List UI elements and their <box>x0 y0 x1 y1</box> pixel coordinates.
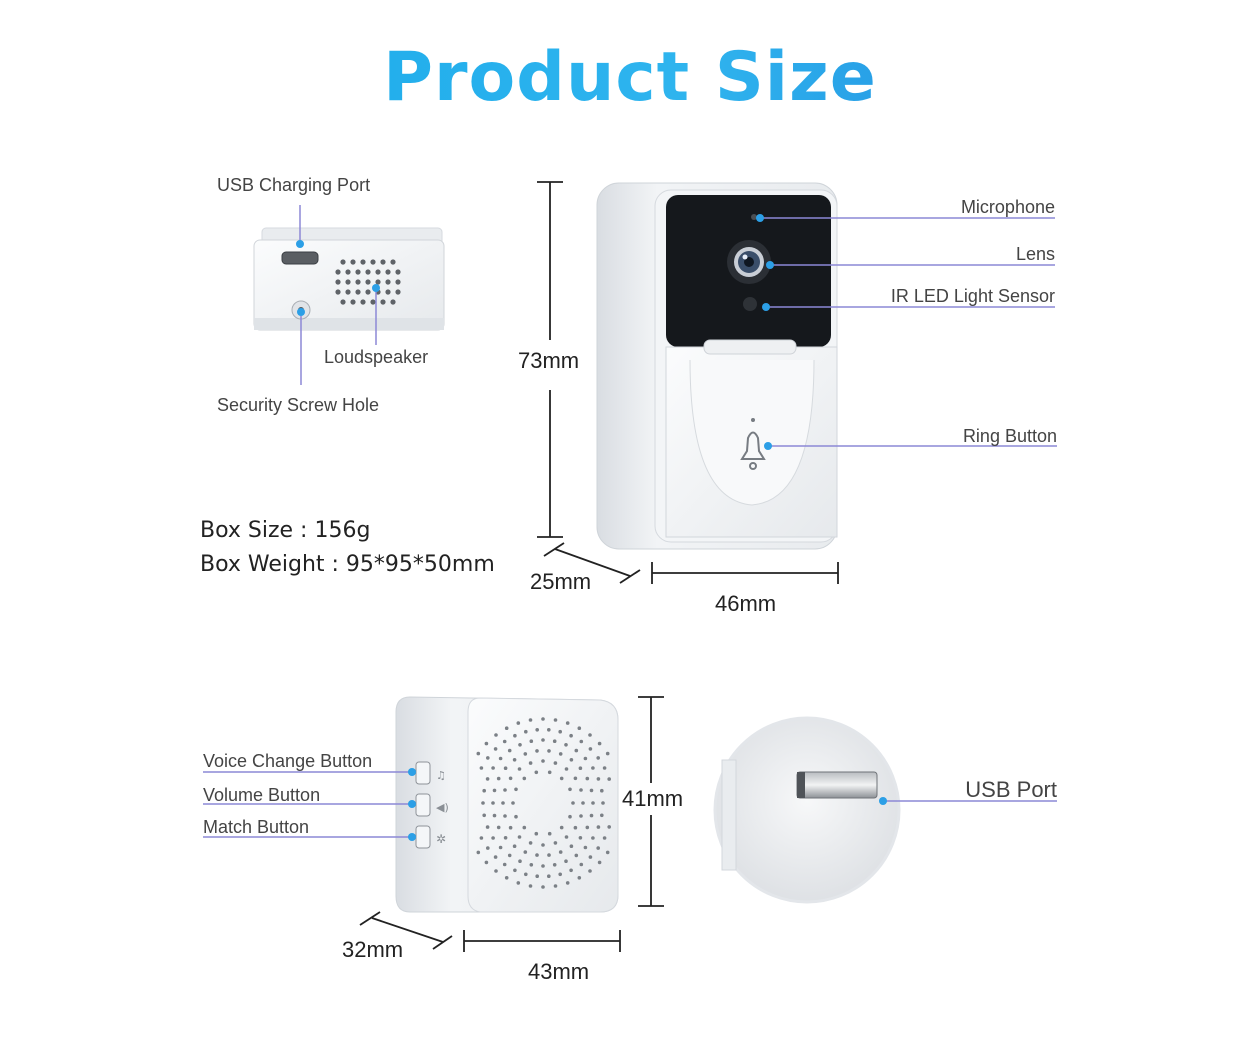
dimension-width: 46mm <box>715 591 777 616</box>
svg-text:♫: ♫ <box>436 769 446 782</box>
svg-text:✲: ✲ <box>436 832 446 846</box>
label-usb-charging-port: USB Charging Port <box>217 175 371 195</box>
label-security-screw-hole: Security Screw Hole <box>217 395 380 415</box>
chime-dimension-width: 43mm <box>528 959 590 984</box>
chime-dimension-depth: 32mm <box>342 937 404 962</box>
doorbell-top-view <box>253 227 445 331</box>
svg-text:◀): ◀) <box>436 801 449 814</box>
dimension-height: 73mm <box>518 348 580 373</box>
usb-port-closeup <box>713 716 901 904</box>
speaker-grille <box>476 717 611 889</box>
spec-box-size: Box Size : 156g <box>200 518 371 543</box>
spec-box-weight: Box Weight : 95*95*50mm <box>200 552 495 577</box>
label-lens: Lens <box>1015 244 1055 264</box>
label-ring-button: Ring Button <box>962 426 1057 446</box>
label-loudspeaker: Loudspeaker <box>324 347 429 367</box>
label-usb-port: USB Port <box>965 777 1057 802</box>
label-ir-led-light-sensor: IR LED Light Sensor <box>890 286 1055 306</box>
doorbell-front-view <box>596 182 838 550</box>
label-volume-button: Volume Button <box>203 785 321 805</box>
label-microphone: Microphone <box>960 197 1055 217</box>
chime-unit: ♫ ◀) ✲ <box>395 696 619 913</box>
label-voice-change-button: Voice Change Button <box>203 751 373 771</box>
label-match-button: Match Button <box>203 817 310 837</box>
chime-dimension-height: 41mm <box>622 786 684 811</box>
dimension-depth: 25mm <box>530 569 592 594</box>
page-title: Product Size <box>0 38 1260 117</box>
